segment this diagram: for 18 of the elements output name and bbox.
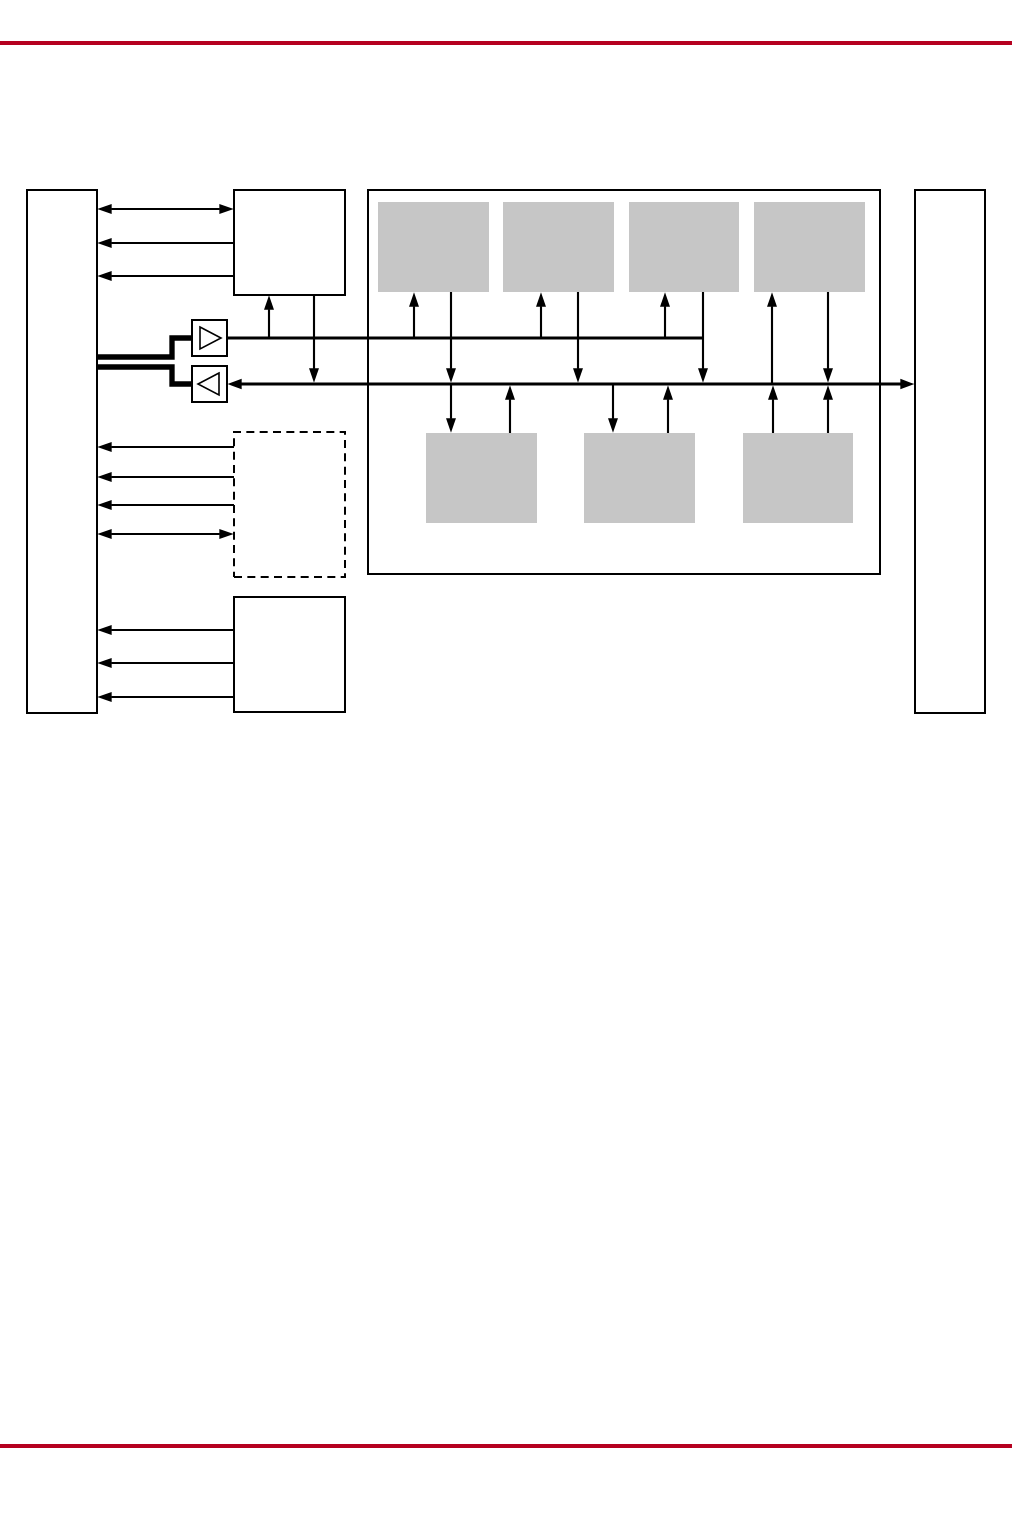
module-box xyxy=(584,433,695,523)
block-box xyxy=(233,596,346,713)
buffer-symbol xyxy=(191,365,228,403)
bus-line xyxy=(227,336,703,340)
module-box xyxy=(378,202,489,292)
buffer-symbol xyxy=(191,319,228,357)
bus-line xyxy=(97,335,192,360)
module-box xyxy=(629,202,739,292)
module-box xyxy=(503,202,614,292)
module-box xyxy=(743,433,853,523)
bus-line xyxy=(97,364,192,387)
block-box xyxy=(914,189,986,714)
dashed-box xyxy=(233,431,346,578)
block-box xyxy=(26,189,98,714)
module-box xyxy=(426,433,537,523)
block-box xyxy=(233,189,346,296)
module-box xyxy=(754,202,865,292)
container-box xyxy=(367,189,881,575)
